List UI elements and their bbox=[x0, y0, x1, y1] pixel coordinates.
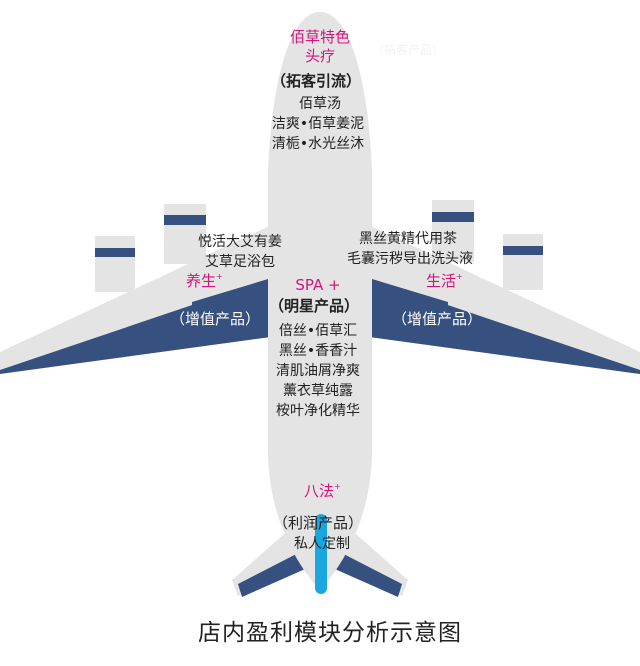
head-item-2: 洁爽•佰草姜泥 bbox=[271, 116, 365, 132]
tail-title: 八法+ bbox=[304, 482, 341, 500]
left-wing-subtitle: （增值产品） bbox=[170, 310, 261, 328]
left-wing-item-1: 悦活大艾有姜 bbox=[198, 234, 282, 250]
head-title-line1: 佰草特色 bbox=[289, 28, 351, 46]
tail-item: 私人定制 bbox=[294, 536, 350, 552]
engine-left-inner bbox=[164, 204, 206, 264]
head-item-1: 佰草汤 bbox=[299, 96, 341, 112]
engine-right-inner bbox=[432, 200, 474, 262]
tail-fin bbox=[315, 514, 327, 594]
center-item-4: 薰衣草纯露 bbox=[283, 383, 353, 399]
left-wing-item-2: 艾草足浴包 bbox=[205, 254, 275, 270]
left-wing-root-stripe bbox=[192, 276, 278, 336]
engine-left-outer bbox=[95, 236, 135, 292]
fuselage bbox=[268, 12, 372, 590]
center-item-1: 倍丝•佰草汇 bbox=[278, 323, 358, 339]
engine-right-outer bbox=[503, 234, 543, 290]
head-title-line2: 头疗 bbox=[304, 47, 336, 65]
center-subtitle: （明星产品） bbox=[268, 297, 360, 315]
right-wing-subtitle: （增值产品） bbox=[392, 310, 483, 328]
diagram-caption: 店内盈利模块分析示意图 bbox=[198, 620, 462, 646]
center-item-3: 清肌油屑净爽 bbox=[276, 363, 360, 379]
head-item-3: 清栀•水光丝沐 bbox=[271, 136, 365, 152]
head-ghost-text: （拓客产品） bbox=[372, 43, 445, 57]
tail-subtitle: （利润产品） bbox=[272, 514, 364, 532]
head-subtitle: （拓客引流） bbox=[270, 72, 362, 90]
right-wing-item-1: 黑丝黄精代用茶 bbox=[359, 231, 457, 247]
center-item-5: 桉叶净化精华 bbox=[276, 403, 360, 419]
right-wing-item-2: 毛囊污秽导出洗头液 bbox=[347, 251, 473, 267]
center-title: SPA + bbox=[295, 276, 341, 294]
right-wing-title: 生活+ bbox=[426, 272, 463, 290]
left-wing-title: 养生+ bbox=[186, 272, 223, 290]
right-wing-root-stripe bbox=[362, 276, 448, 336]
center-item-2: 黑丝•香香汁 bbox=[278, 343, 358, 359]
